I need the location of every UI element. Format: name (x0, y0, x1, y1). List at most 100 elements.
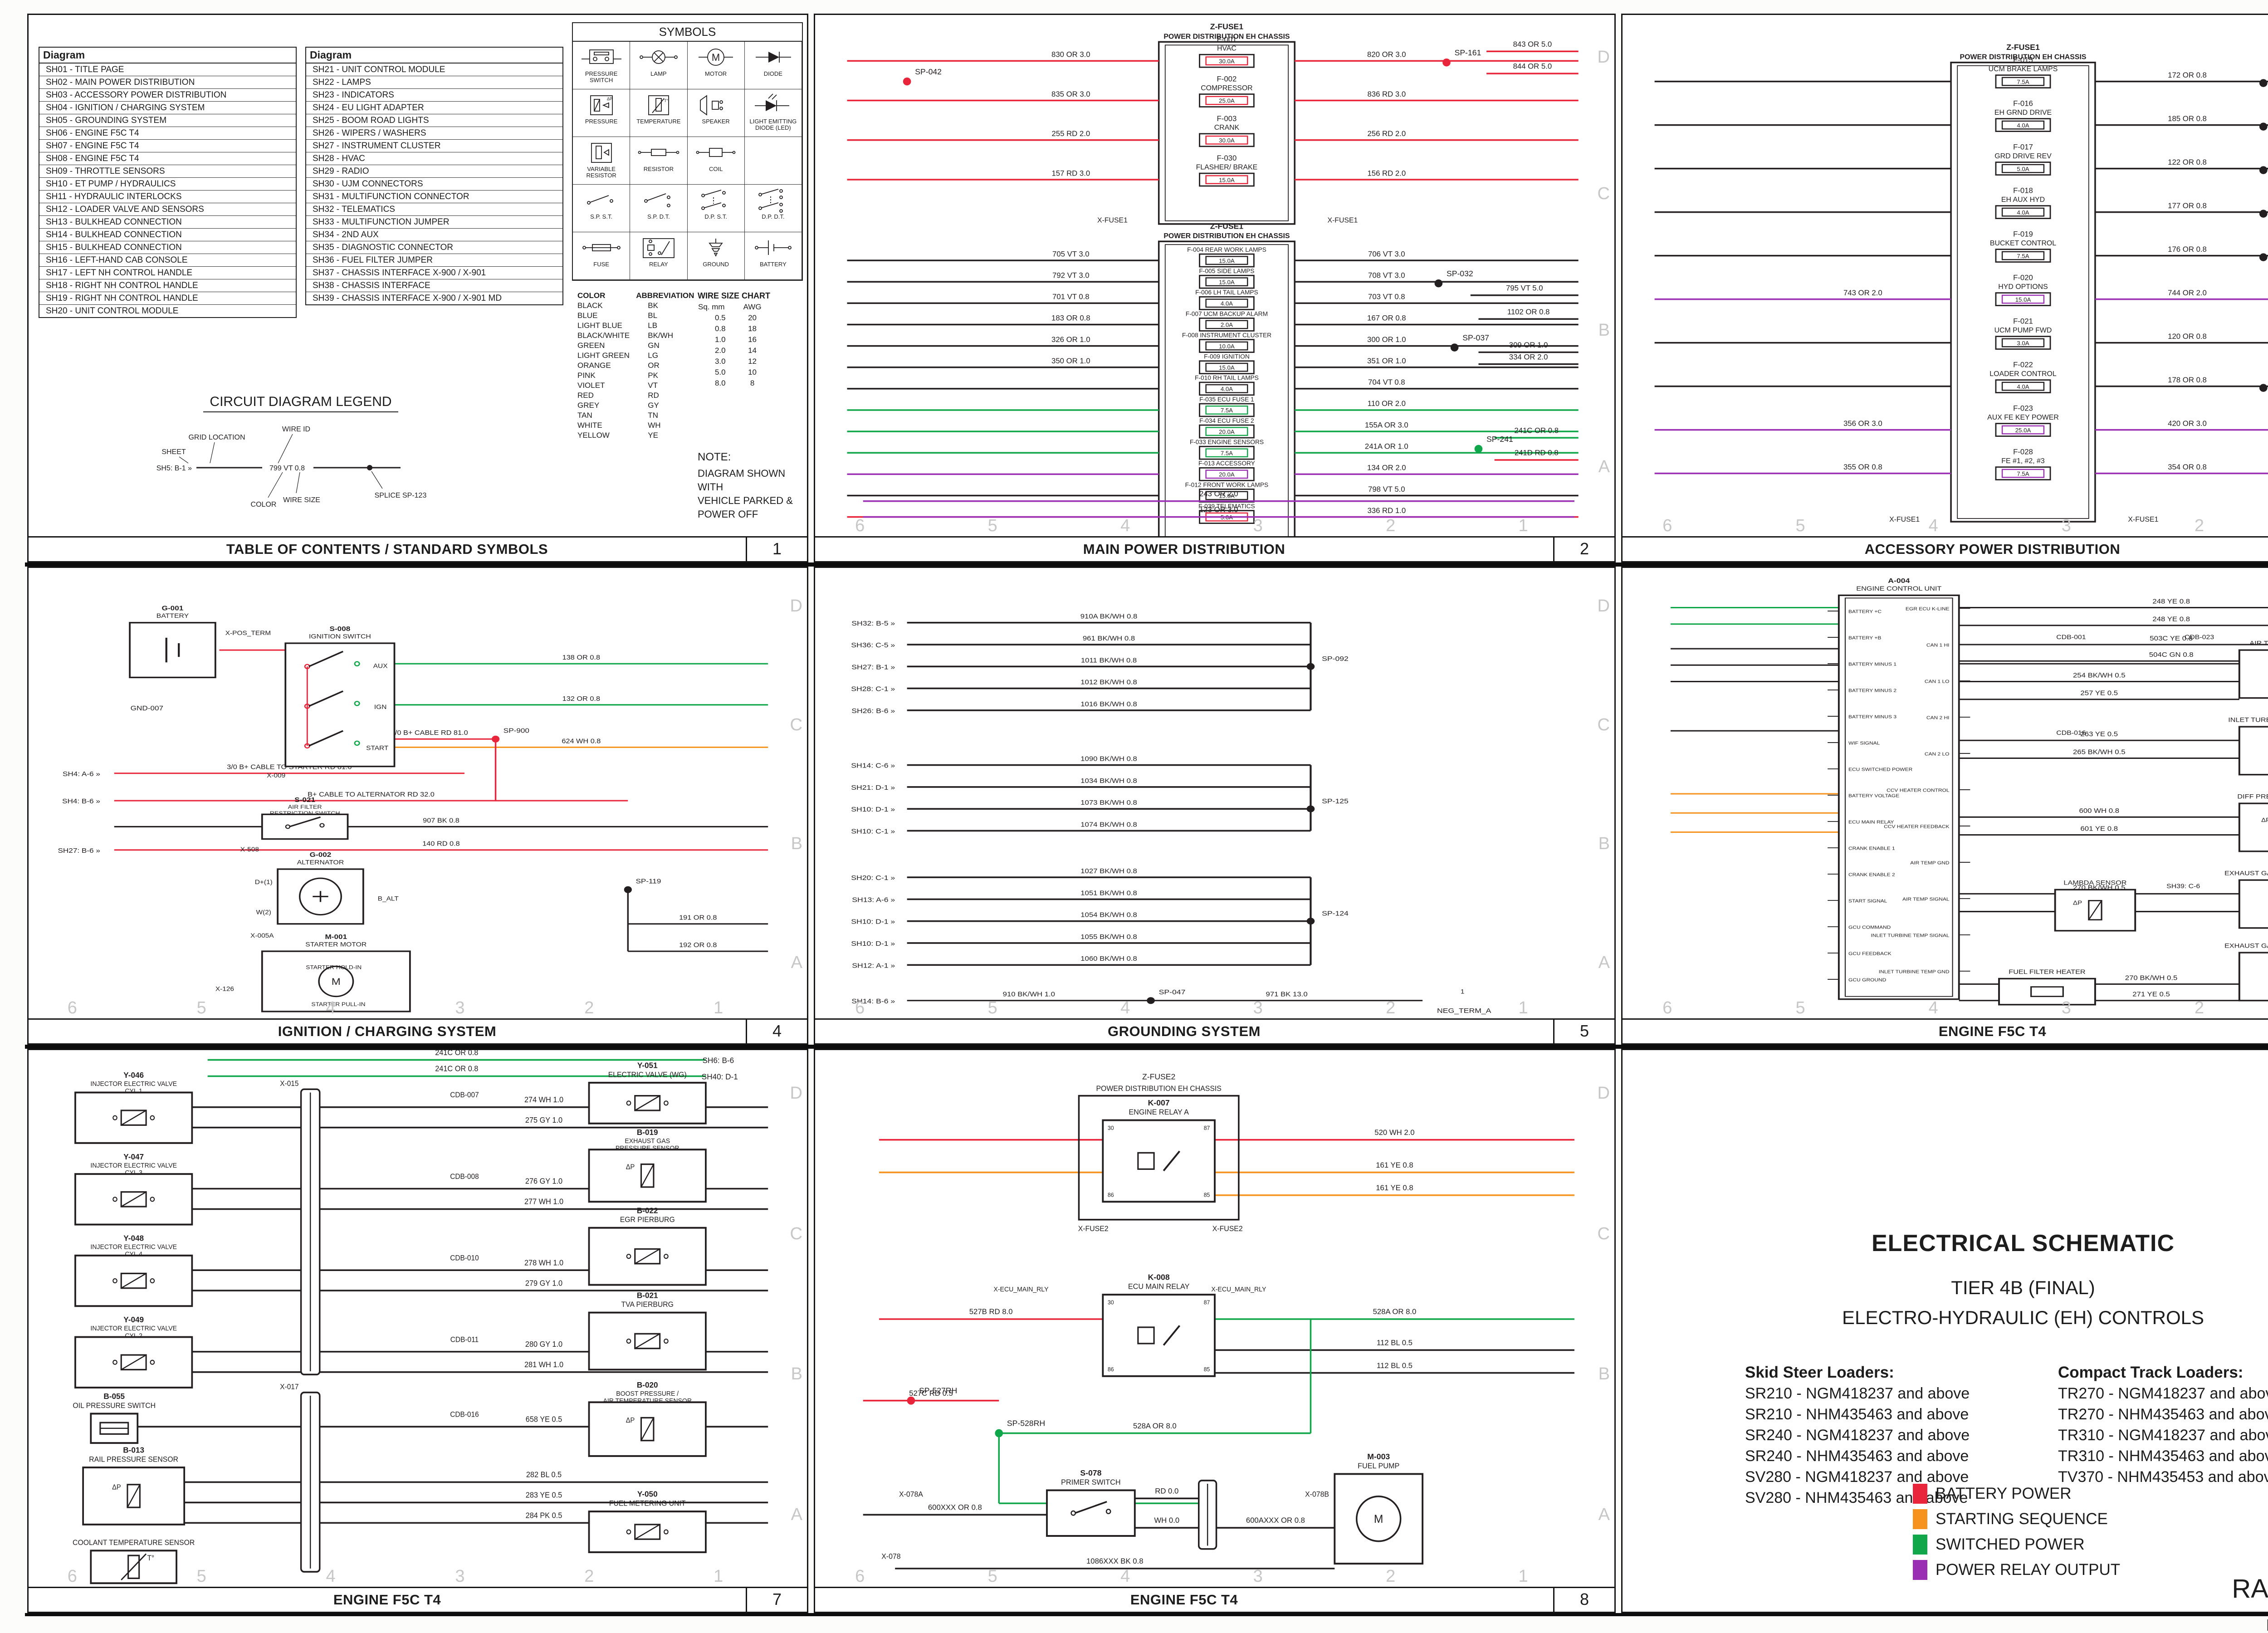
schematic-label: HVAC (1217, 45, 1237, 53)
schematic-label: 177 OR 0.8 (2168, 201, 2207, 210)
grid-letter: B (1598, 1364, 1610, 1384)
schematic-label: 351 OR 1.0 (1367, 357, 1406, 365)
none-icon (750, 140, 796, 166)
grid-letter: C (790, 1224, 802, 1243)
toc-row: SH17 - LEFT NH CONTROL HANDLE (39, 267, 296, 279)
schematic-label: F-001 (1217, 35, 1237, 44)
schematic-label: START SIGNAL (1848, 899, 1887, 904)
schematic-label: SH13: A-6 » (852, 896, 895, 904)
schematic-label: 1090 BK/WH 0.8 (1080, 756, 1137, 763)
schematic-label: 140 RD 0.8 (422, 841, 459, 848)
symbol-fuse-icon: FUSE (573, 232, 631, 280)
toc-row: SH36 - FUEL FILTER JUMPER (306, 254, 562, 267)
schematic-label: IGNITION SWITCH (309, 633, 371, 640)
schematic-label: 836 RD 3.0 (1367, 90, 1406, 98)
panel-footer: ENGINE F5C T46 (1623, 1018, 2268, 1043)
skid-steer-model: SR210 - NHM435463 and above (1745, 1406, 1969, 1423)
symbol-label: VARIABLE RESISTOR (586, 166, 616, 179)
panel-page-number: 1 (746, 538, 807, 561)
title-block-subtitle-1: TIER 4B (FINAL) (1951, 1277, 2095, 1298)
color-legend-label: SWITCHED POWER (1936, 1535, 2085, 1553)
schematic-label: SP-241 (1486, 435, 1513, 444)
schematic-label: SH40: D-1 (702, 1072, 738, 1081)
symbols-title: SYMBOLS (573, 23, 802, 42)
grid-letter: D (790, 596, 802, 616)
toc-row: SH19 - RIGHT NH CONTROL HANDLE (39, 292, 296, 305)
schematic-label: 704 VT 0.8 (1368, 378, 1405, 386)
grid-number: 5 (1795, 516, 1805, 535)
schematic-label: Y-046 (123, 1071, 144, 1080)
battery-icon (755, 240, 792, 255)
schematic-label: 257 YE 0.5 (2080, 690, 2118, 697)
dpdt-icon (758, 189, 783, 213)
schematic-label: GCU COMMAND (1848, 925, 1891, 930)
schematic-label: F-013 ACCESSORY (1198, 460, 1255, 467)
grid-number: 6 (67, 998, 77, 1017)
schematic-label: 283 YE 0.5 (526, 1491, 562, 1499)
grid-number: 1 (1518, 516, 1528, 535)
schematic-label: 1011 BK/WH 0.8 (1081, 657, 1137, 664)
schematic-label: CDB-011 (450, 1336, 479, 1344)
var-res-icon (591, 143, 612, 163)
schematic-label: 1 (1461, 989, 1465, 996)
schematic-label: 120 OR 0.8 (2168, 332, 2207, 341)
schematic-label: 284 PK 0.5 (526, 1511, 562, 1520)
skid-steer-model: SR240 - NGM418237 and above (1745, 1427, 1970, 1444)
schematic-label: CRANK (1214, 124, 1240, 132)
schematic-label: 274 WH 1.0 (524, 1095, 563, 1104)
temperature-icon: T° (648, 95, 669, 115)
schematic-label: A-004 (1888, 577, 1910, 585)
schematic-label: 276 GY 1.0 (525, 1177, 562, 1185)
panel-page-number: 5 (1553, 1020, 1614, 1043)
schematic-label: 156 RD 2.0 (1367, 169, 1406, 177)
schematic-label: 15.0A (1219, 257, 1235, 264)
panel-title: ENGINE F5C T4 (333, 1592, 441, 1608)
schematic-label: 110 OR 2.0 (1368, 399, 1406, 408)
schematic-label: INJECTOR ELECTRIC VALVE (90, 1243, 177, 1251)
schematic-label: SP-527RH (919, 1386, 957, 1395)
schematic-label: F-016 (2013, 99, 2033, 108)
schematic-label: 241D RD 0.8 (1515, 449, 1559, 457)
schematic-label: WIRE SIZE (283, 496, 320, 504)
schematic-label: 350 OR 1.0 (1051, 357, 1090, 365)
schematic-label: 265 BK/WH 0.5 (2073, 749, 2126, 756)
grid-letter: D (1597, 1084, 1610, 1103)
row-separator (25, 562, 2268, 567)
schematic-label: 4.0A (1221, 300, 1233, 307)
schematic-label: INJECTOR ELECTRIC VALVE (90, 1162, 177, 1169)
toc-row: SH23 - INDICATORS (306, 89, 562, 102)
schematic-label: 15.0A (1219, 279, 1235, 286)
schematic-label: SH39: C-6 (2166, 883, 2200, 890)
schematic-label: 3.0A (2017, 340, 2029, 347)
toc-row: SH03 - ACCESSORY POWER DISTRIBUTION (39, 89, 296, 102)
schematic-label: SP-037 (1462, 333, 1489, 342)
panel-title: ACCESSORY POWER DISTRIBUTION (1864, 541, 2121, 557)
schematic-label: 910 BK/WH 1.0 (1003, 991, 1056, 998)
spst-icon (587, 195, 613, 205)
schematic-label: 161 YE 0.8 (1376, 1161, 1413, 1169)
toc-row: SH24 - EU LIGHT ADAPTER (306, 102, 562, 114)
symbol-pressure-switch-icon: PRESSURE SWITCH (573, 42, 631, 89)
symbol-label: DIODE (763, 70, 782, 77)
schematic-label: F-019 (2013, 230, 2033, 239)
schematic-label: CDB-007 (450, 1091, 479, 1099)
schematic-label: 256 RD 2.0 (1367, 129, 1406, 138)
schematic-label: SP-119 (635, 878, 661, 885)
schematic-label: 241C OR 0.8 (435, 1064, 478, 1073)
schematic-label: X-005A (250, 933, 274, 939)
schematic-label: F-009 IGNITION (1204, 353, 1250, 360)
schematic-label: X-078A (899, 1491, 923, 1499)
schematic-label: SH32: B-5 » (851, 620, 895, 627)
schematic-label: SP-900 (503, 727, 529, 735)
schematic-label: ECU MAIN RELAY (1128, 1282, 1190, 1291)
schematic-label: BATTERY +B (1848, 636, 1881, 640)
schematic-label: 520 WH 2.0 (1374, 1128, 1414, 1137)
